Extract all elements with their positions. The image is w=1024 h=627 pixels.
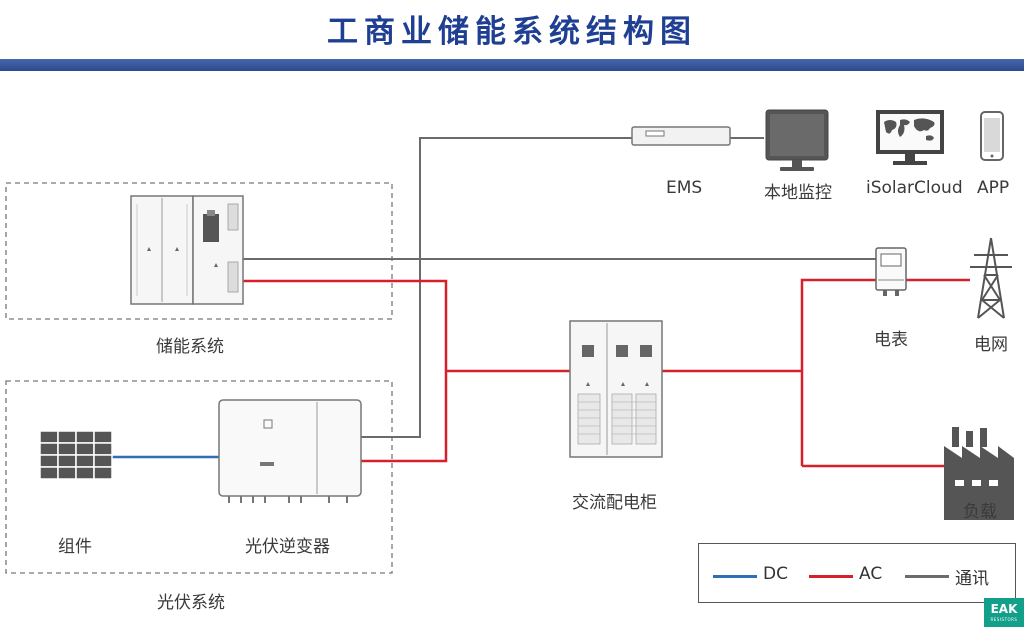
ac-cabinet-label: 交流配电柜 [572, 493, 657, 513]
legend-ac-swatch [809, 575, 853, 578]
meter-label: 电表 [874, 330, 908, 350]
legend-ac-label: AC [859, 564, 883, 584]
isolarcloud-icon [876, 110, 944, 165]
storage-cabinet-icon [130, 195, 244, 305]
comm-lines [243, 137, 876, 438]
local-monitor-icon [765, 109, 829, 171]
meter-icon [875, 247, 907, 296]
grid-label: 电网 [974, 335, 1008, 355]
ems-label: EMS [666, 178, 703, 198]
pv-system-box [5, 380, 393, 574]
page-title: 工商业储能系统结构图 [327, 14, 697, 50]
power-tower-icon [970, 237, 1012, 319]
factory-icon [944, 427, 1014, 520]
legend-comm-label: 通讯 [955, 569, 989, 589]
storage-system-label: 储能系统 [156, 337, 224, 357]
pv-inverter-label: 光伏逆变器 [245, 537, 330, 557]
local-monitor-label: 本地监控 [764, 183, 832, 203]
ems-icon [631, 126, 731, 146]
pv-module-icon [39, 430, 113, 480]
legend: DC AC 通讯 [698, 543, 1016, 603]
title-divider [0, 59, 1024, 71]
pv-inverter-icon [218, 399, 362, 503]
ac-lines [243, 278, 970, 468]
legend-comm-swatch [905, 575, 949, 578]
legend-dc-swatch [713, 575, 757, 578]
app-label: APP [977, 178, 1010, 198]
logo-subtext: RESISTORS [990, 617, 1018, 622]
storage-system-box [5, 182, 393, 320]
logo-text: EAK [990, 602, 1018, 616]
pv-system-label: 光伏系统 [157, 593, 225, 613]
legend-dc-label: DC [763, 564, 788, 584]
pv-module-label: 组件 [58, 537, 92, 557]
app-phone-icon [980, 111, 1004, 161]
load-label: 负载 [963, 502, 997, 522]
eak-logo: EAK RESISTORS [984, 598, 1024, 627]
ac-cabinet-icon [569, 320, 663, 458]
isolarcloud-label: iSolarCloud [866, 178, 963, 198]
